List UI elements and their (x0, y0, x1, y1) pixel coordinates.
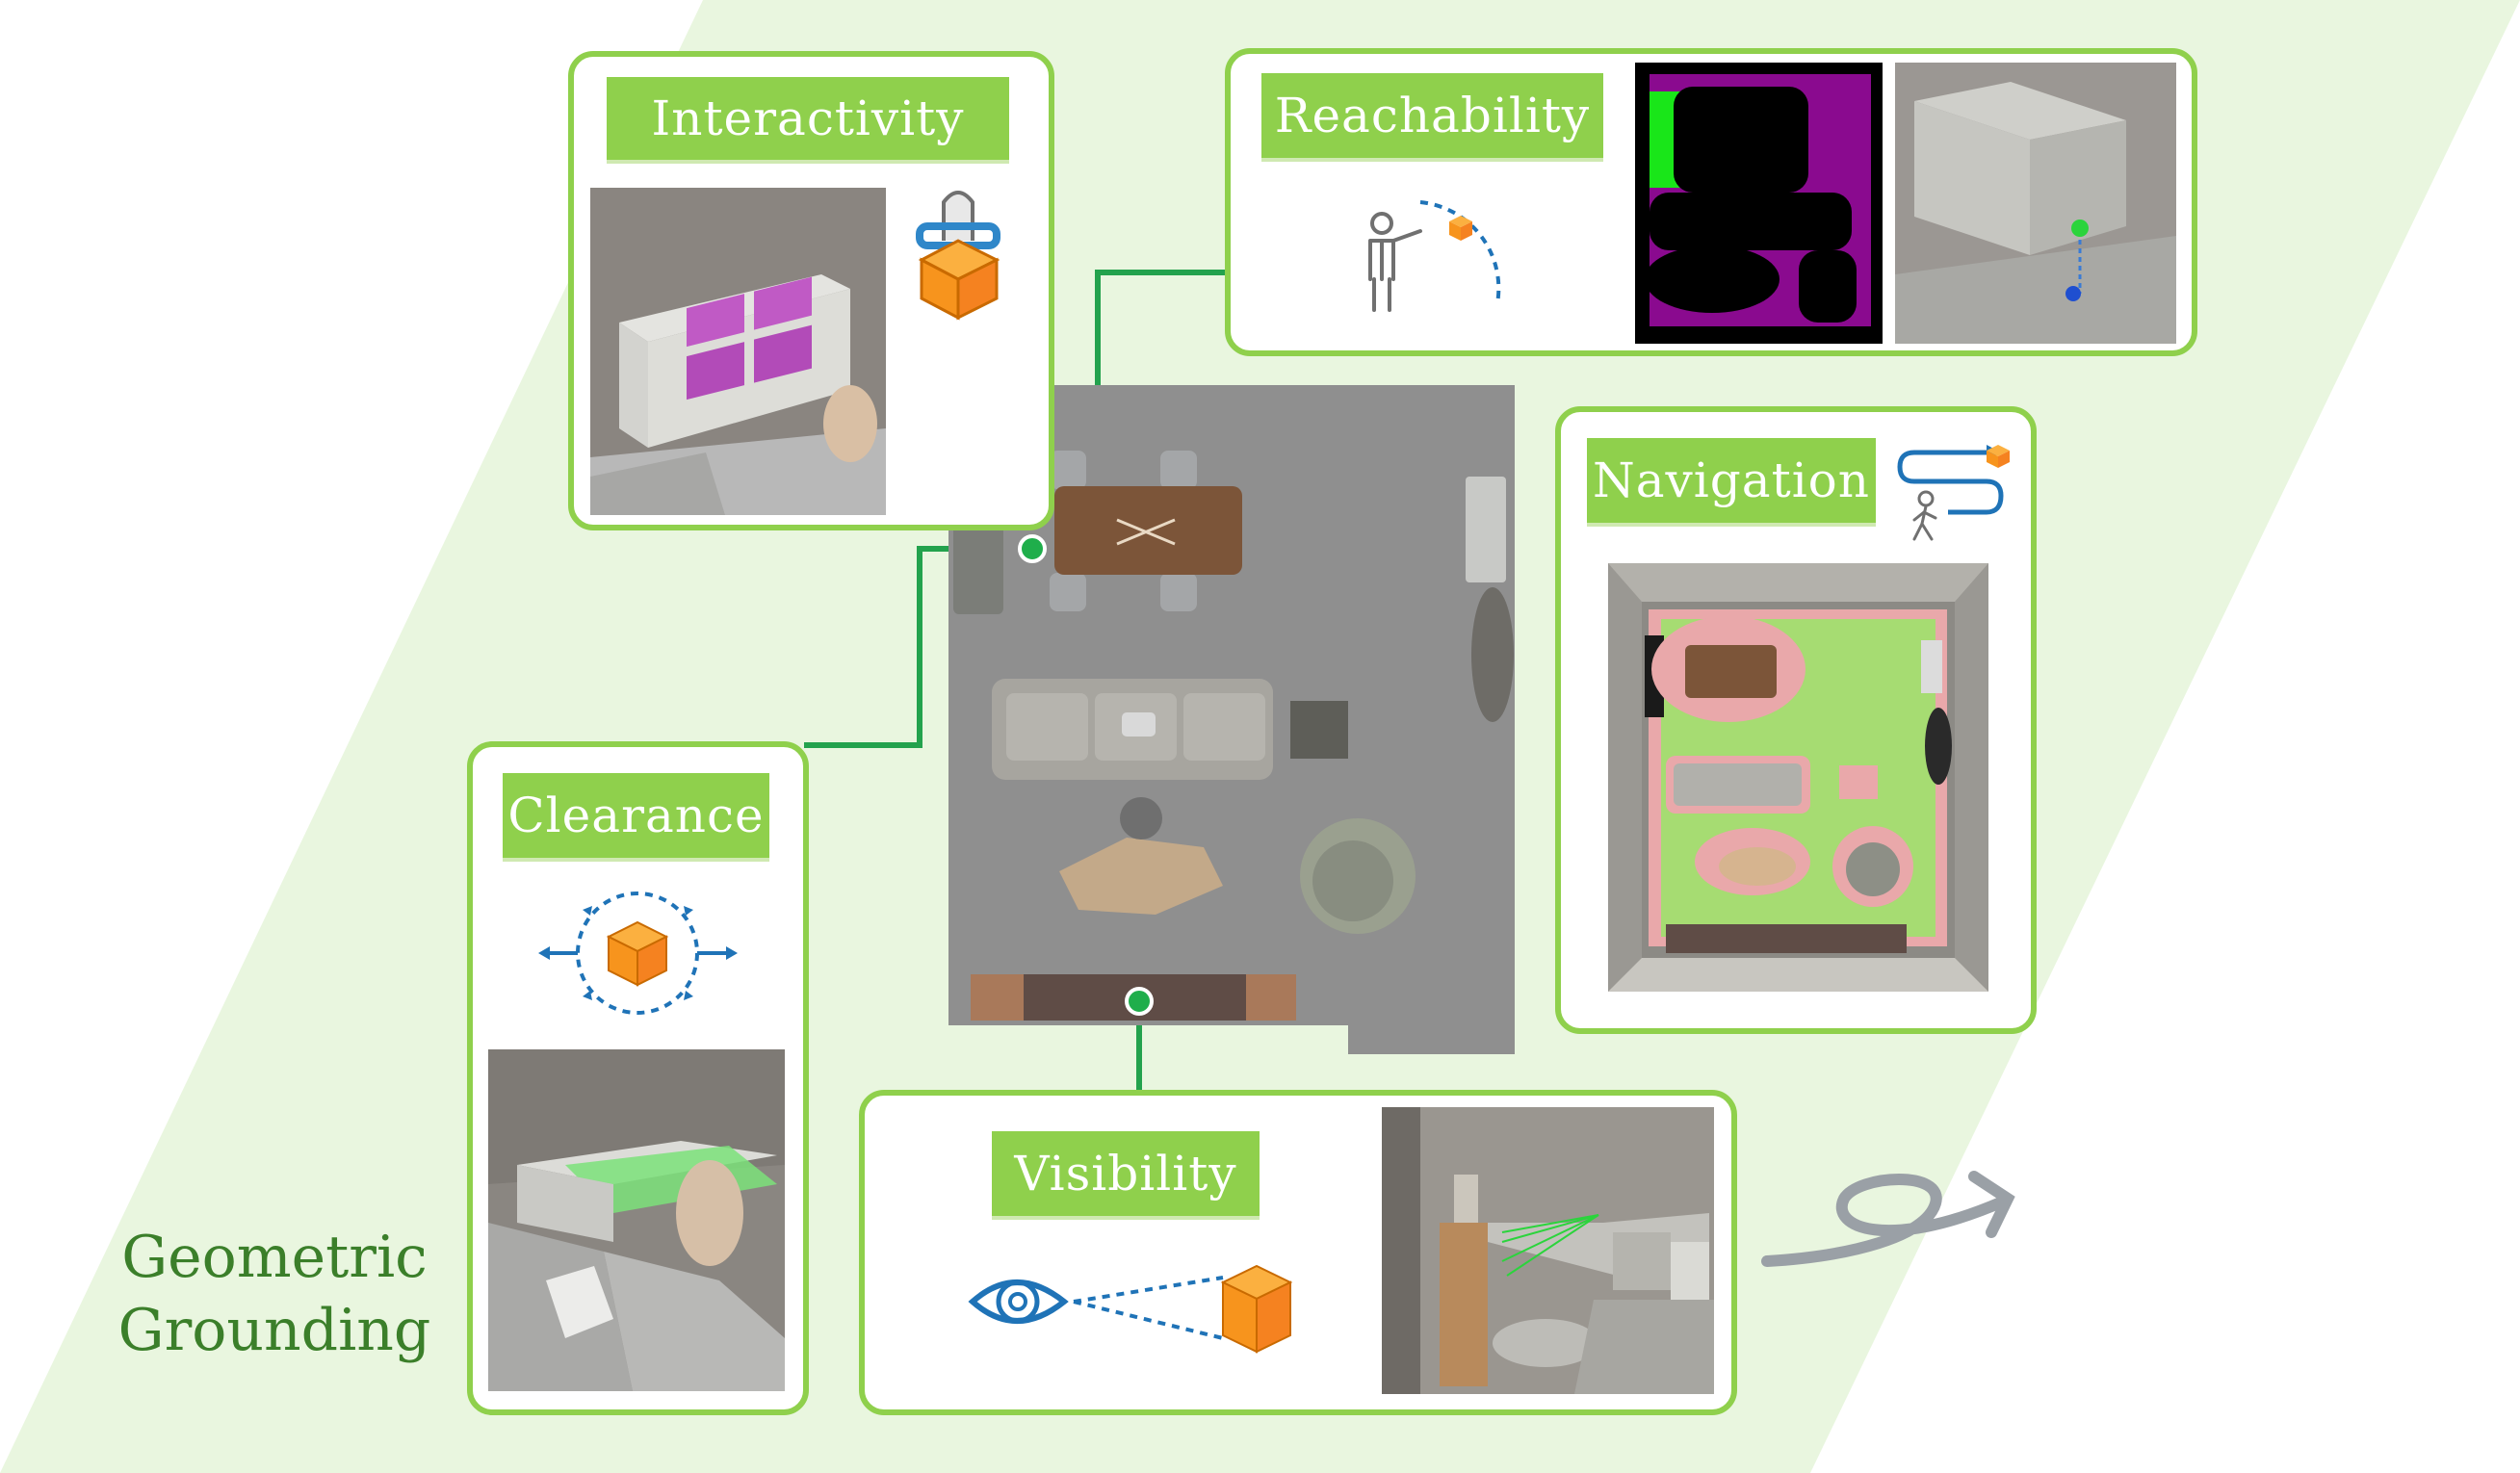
visibility-label: Visibility (992, 1131, 1260, 1220)
grasp-hand-box-icon (910, 178, 1006, 323)
clearance-arrows-icon (534, 881, 741, 1025)
person-reach-icon (1353, 183, 1521, 318)
reachability-label: Reachability (1261, 73, 1603, 162)
interactivity-photo (590, 188, 886, 515)
path-walk-icon (1895, 424, 2015, 544)
clearance-label: Clearance (503, 773, 769, 862)
reachability-photo (1895, 63, 2176, 344)
title-line-1: Geometric (121, 1224, 428, 1291)
diagram-title: Geometric Grounding (116, 1221, 433, 1367)
title-line-2: Grounding (117, 1297, 431, 1364)
clearance-photo (488, 1049, 785, 1391)
navigation-label: Navigation (1587, 438, 1876, 527)
reachability-mask (1635, 63, 1883, 344)
curly-arrow-icon (1761, 1171, 2015, 1267)
navigation-map (1608, 563, 1988, 992)
interactivity-label: Interactivity (607, 77, 1009, 164)
eye-sight-icon (968, 1263, 1295, 1359)
visibility-photo (1382, 1107, 1714, 1394)
